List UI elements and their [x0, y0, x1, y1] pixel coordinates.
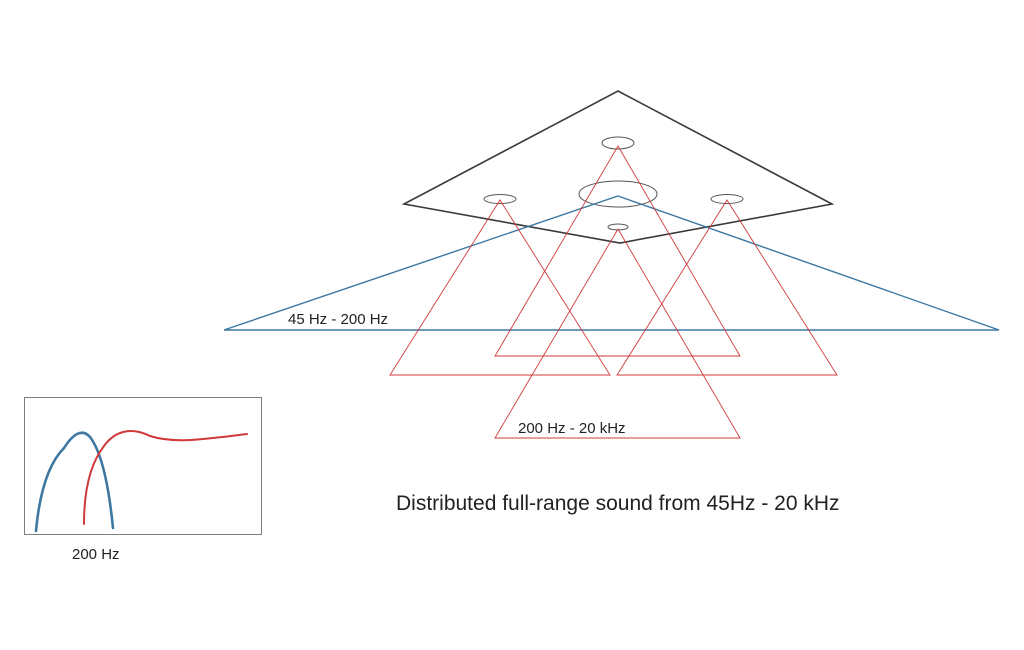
- bass-response-curve: [34, 431, 115, 533]
- crossover-inset: [24, 397, 262, 535]
- crossover-frequency-label: 200 Hz: [72, 546, 120, 563]
- satellite-speaker-left: [483, 194, 517, 204]
- bass-range-label: 45 Hz - 200 Hz: [288, 311, 388, 328]
- diagram-caption: Distributed full-range sound from 45Hz -…: [396, 492, 840, 515]
- satellite-speaker-right: [710, 194, 744, 204]
- mid-high-cone-left: [389, 199, 611, 376]
- ceiling-plane: [401, 90, 835, 244]
- mid-high-response-curve: [83, 430, 248, 525]
- mid-high-cone-top: [494, 145, 741, 357]
- mid-high-range-label: 200 Hz - 20 kHz: [518, 420, 626, 437]
- bass-coverage-cone: [223, 195, 1000, 331]
- mid-high-cone-front: [494, 228, 741, 439]
- satellite-speaker-front: [607, 223, 629, 231]
- satellite-speaker-top: [601, 136, 635, 150]
- inset-frame: [24, 397, 262, 535]
- mid-high-cone-right: [616, 199, 838, 376]
- subwoofer-speaker: [578, 180, 658, 208]
